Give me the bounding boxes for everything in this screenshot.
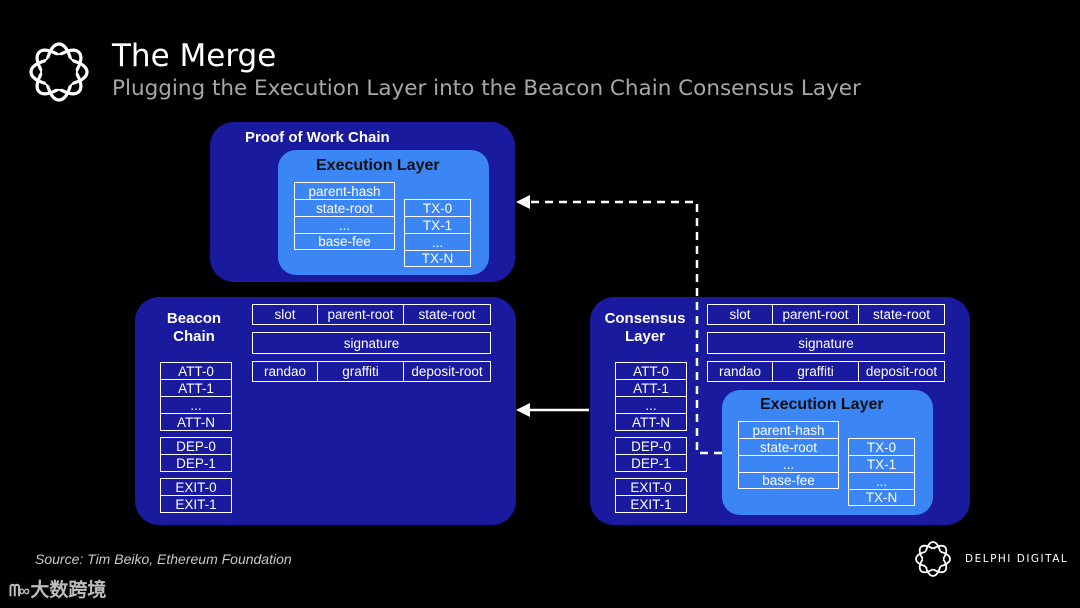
consensus-dep-item: DEP-1: [615, 454, 687, 472]
consensus-att-item: ATT-N: [615, 413, 687, 431]
consensus-header-field: base-fee: [738, 472, 839, 489]
consensus-layer-label-line1: Consensus: [604, 310, 686, 327]
beacon-field-state-root: state-root: [403, 304, 491, 325]
consensus-execution-label: Execution Layer: [760, 396, 884, 413]
beacon-field-deposit-root: deposit-root: [403, 361, 491, 382]
beacon-chain-label-line1: Beacon: [166, 310, 222, 327]
beacon-chain-label-line2: Chain: [173, 328, 215, 345]
pow-execution-label: Execution Layer: [316, 157, 440, 174]
pow-execution-box: [278, 150, 489, 275]
watermark-text: 大数跨境: [30, 580, 107, 601]
beacon-chain-box: [135, 297, 516, 525]
pow-tx-item: TX-N: [404, 250, 471, 267]
page-subtitle: Plugging the Execution Layer into the Be…: [112, 76, 861, 101]
beacon-att-item: ATT-N: [160, 413, 232, 431]
beacon-field-signature: signature: [252, 332, 491, 354]
consensus-field-signature: signature: [707, 332, 945, 354]
consensus-layer-label-line2: Layer: [624, 328, 666, 345]
consensus-tx-item: TX-N: [848, 489, 915, 506]
page-title: The Merge: [112, 38, 277, 74]
beacon-dep-item: DEP-1: [160, 454, 232, 472]
delphi-brand-icon: [915, 541, 951, 577]
dashed-arrow-head: [516, 195, 530, 209]
solid-arrow-head: [516, 403, 530, 417]
brand-name: DELPHI DIGITAL: [965, 553, 1069, 565]
pow-header-field: base-fee: [294, 233, 395, 250]
consensus-field-state-root: state-root: [858, 304, 945, 325]
beacon-exit-item: EXIT-1: [160, 495, 232, 513]
delphi-logo-icon: [29, 42, 89, 102]
beacon-chain-label: Beacon Chain: [158, 310, 230, 346]
watermark: ᗰ∞ 大数跨境: [9, 575, 106, 602]
watermark-logo-icon: ᗰ∞: [9, 583, 31, 600]
consensus-layer-label: Consensus Layer: [600, 310, 690, 346]
consensus-field-deposit-root: deposit-root: [858, 361, 945, 382]
pow-chain-label: Proof of Work Chain: [245, 129, 390, 146]
dashed-arrow-path: [528, 200, 722, 455]
consensus-execution-box: [722, 390, 933, 515]
source-note: Source: Tim Beiko, Ethereum Foundation: [35, 551, 292, 567]
consensus-exit-item: EXIT-1: [615, 495, 687, 513]
